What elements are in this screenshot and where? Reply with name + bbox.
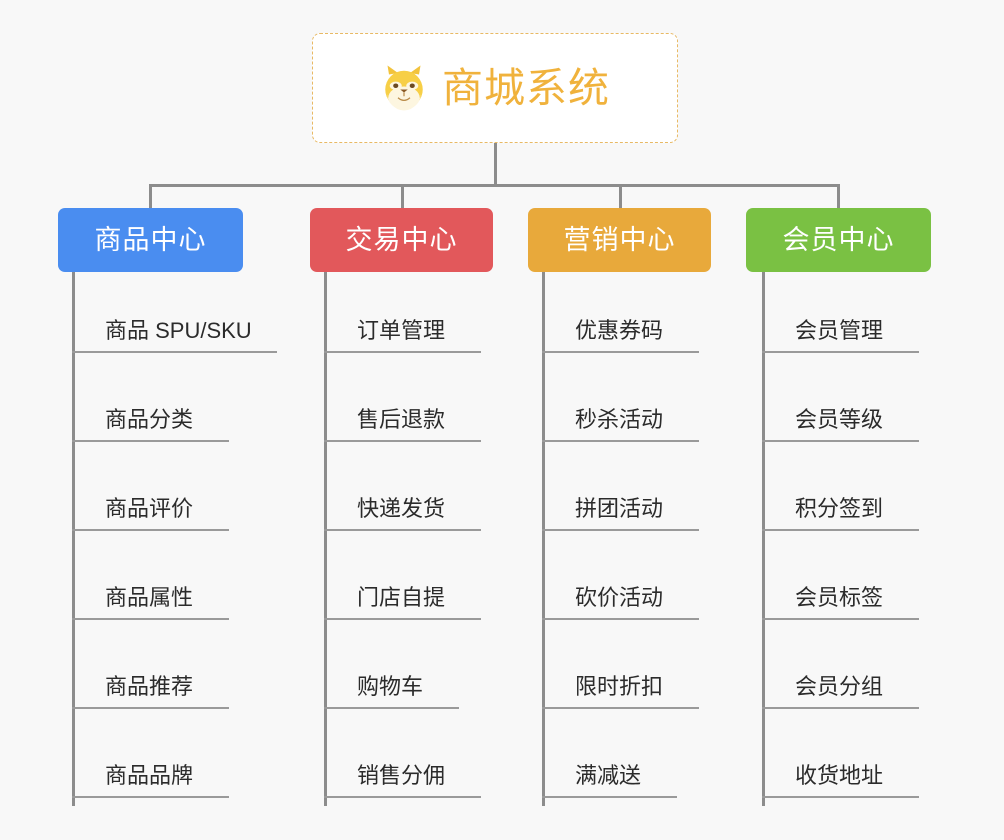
leaf-item[interactable]: 门店自提 (324, 531, 481, 620)
leaf-label: 优惠券码 (575, 318, 664, 343)
leaf-label: 会员标签 (795, 585, 884, 610)
leaf-item[interactable]: 满减送 (542, 709, 677, 798)
leaf-label: 商品属性 (105, 585, 194, 610)
leaf-item[interactable]: 商品 SPU/SKU (72, 264, 277, 353)
leaf-item[interactable]: 秒杀活动 (542, 353, 699, 442)
leaf-underline (762, 796, 919, 798)
leaf-label: 售后退款 (357, 407, 446, 432)
leaf-label: 积分签到 (795, 496, 884, 521)
leaf-label: 订单管理 (357, 318, 446, 343)
leaf-label: 销售分佣 (357, 763, 446, 788)
leaf-item[interactable]: 售后退款 (324, 353, 481, 442)
category-label: 商品中心 (94, 224, 207, 255)
leaf-item[interactable]: 商品评价 (72, 442, 229, 531)
category-label: 营销中心 (563, 224, 676, 255)
leaf-item[interactable]: 收货地址 (762, 709, 919, 798)
leaf-underline (72, 707, 229, 709)
leaf-item[interactable]: 会员管理 (762, 264, 919, 353)
leaf-item[interactable]: 快递发货 (324, 442, 481, 531)
trunk-line-product-center (72, 272, 75, 806)
leaf-item[interactable]: 拼团活动 (542, 442, 699, 531)
branch-drop-line-1 (149, 184, 152, 210)
trunk-line-marketing-center (542, 272, 545, 806)
leaf-underline (542, 351, 699, 353)
leaf-underline (72, 796, 229, 798)
category-box-product-center[interactable]: 商品中心 (58, 208, 243, 272)
leaf-label: 拼团活动 (575, 496, 664, 521)
branch-bus-line (150, 184, 839, 187)
category-box-trade-center[interactable]: 交易中心 (310, 208, 493, 272)
leaf-underline (762, 440, 919, 442)
leaf-underline (324, 351, 481, 353)
leaf-underline (324, 440, 481, 442)
leaf-item[interactable]: 积分签到 (762, 442, 919, 531)
leaf-label: 商品品牌 (105, 763, 194, 788)
leaf-underline (542, 707, 699, 709)
category-label: 交易中心 (345, 224, 458, 255)
leaf-item[interactable]: 商品推荐 (72, 620, 229, 709)
leaf-underline (72, 351, 277, 353)
leaf-underline (762, 351, 919, 353)
leaf-label: 会员管理 (795, 318, 884, 343)
root-node-mall-system[interactable]: 商城系统 (312, 33, 678, 143)
leaf-label: 快递发货 (357, 496, 446, 521)
leaf-underline (324, 796, 481, 798)
leaf-item[interactable]: 销售分佣 (324, 709, 481, 798)
leaf-underline (542, 618, 699, 620)
leaf-label: 满减送 (575, 763, 642, 788)
leaf-label: 会员等级 (795, 407, 884, 432)
trunk-line-member-center (762, 272, 765, 806)
leaf-label: 商品 SPU/SKU (105, 318, 252, 343)
root-stem-line (494, 143, 497, 186)
leaf-underline (72, 440, 229, 442)
leaf-label: 砍价活动 (575, 585, 664, 610)
leaf-item[interactable]: 商品属性 (72, 531, 229, 620)
leaf-label: 门店自提 (357, 585, 446, 610)
branch-drop-line-2 (401, 184, 404, 210)
leaf-underline (324, 618, 481, 620)
leaf-item[interactable]: 商品分类 (72, 353, 229, 442)
leaf-label: 商品分类 (105, 407, 194, 432)
category-box-member-center[interactable]: 会员中心 (746, 208, 931, 272)
leaf-item[interactable]: 会员分组 (762, 620, 919, 709)
leaf-item[interactable]: 优惠券码 (542, 264, 699, 353)
leaf-label: 商品推荐 (105, 674, 194, 699)
shiba-dog-face-icon (380, 64, 428, 112)
root-title: 商城系统 (442, 64, 610, 111)
leaf-underline (324, 529, 481, 531)
leaf-underline (324, 707, 459, 709)
leaf-item[interactable]: 商品品牌 (72, 709, 229, 798)
leaf-label: 商品评价 (105, 496, 194, 521)
leaf-label: 秒杀活动 (575, 407, 664, 432)
leaf-item[interactable]: 订单管理 (324, 264, 481, 353)
leaf-underline (762, 707, 919, 709)
leaf-item[interactable]: 会员标签 (762, 531, 919, 620)
category-box-marketing-center[interactable]: 营销中心 (528, 208, 711, 272)
leaf-underline (762, 618, 919, 620)
leaf-label: 限时折扣 (575, 674, 664, 699)
leaf-label: 会员分组 (795, 674, 884, 699)
leaf-item[interactable]: 会员等级 (762, 353, 919, 442)
leaf-underline (542, 529, 699, 531)
leaf-item[interactable]: 购物车 (324, 620, 459, 709)
leaf-underline (542, 796, 677, 798)
leaf-underline (72, 529, 229, 531)
branch-drop-line-4 (837, 184, 840, 210)
leaf-underline (542, 440, 699, 442)
leaf-underline (762, 529, 919, 531)
leaf-label: 购物车 (357, 674, 424, 699)
category-label: 会员中心 (782, 224, 895, 255)
leaf-item[interactable]: 砍价活动 (542, 531, 699, 620)
trunk-line-trade-center (324, 272, 327, 806)
branch-drop-line-3 (619, 184, 622, 210)
leaf-item[interactable]: 限时折扣 (542, 620, 699, 709)
leaf-underline (72, 618, 229, 620)
leaf-label: 收货地址 (795, 763, 884, 788)
